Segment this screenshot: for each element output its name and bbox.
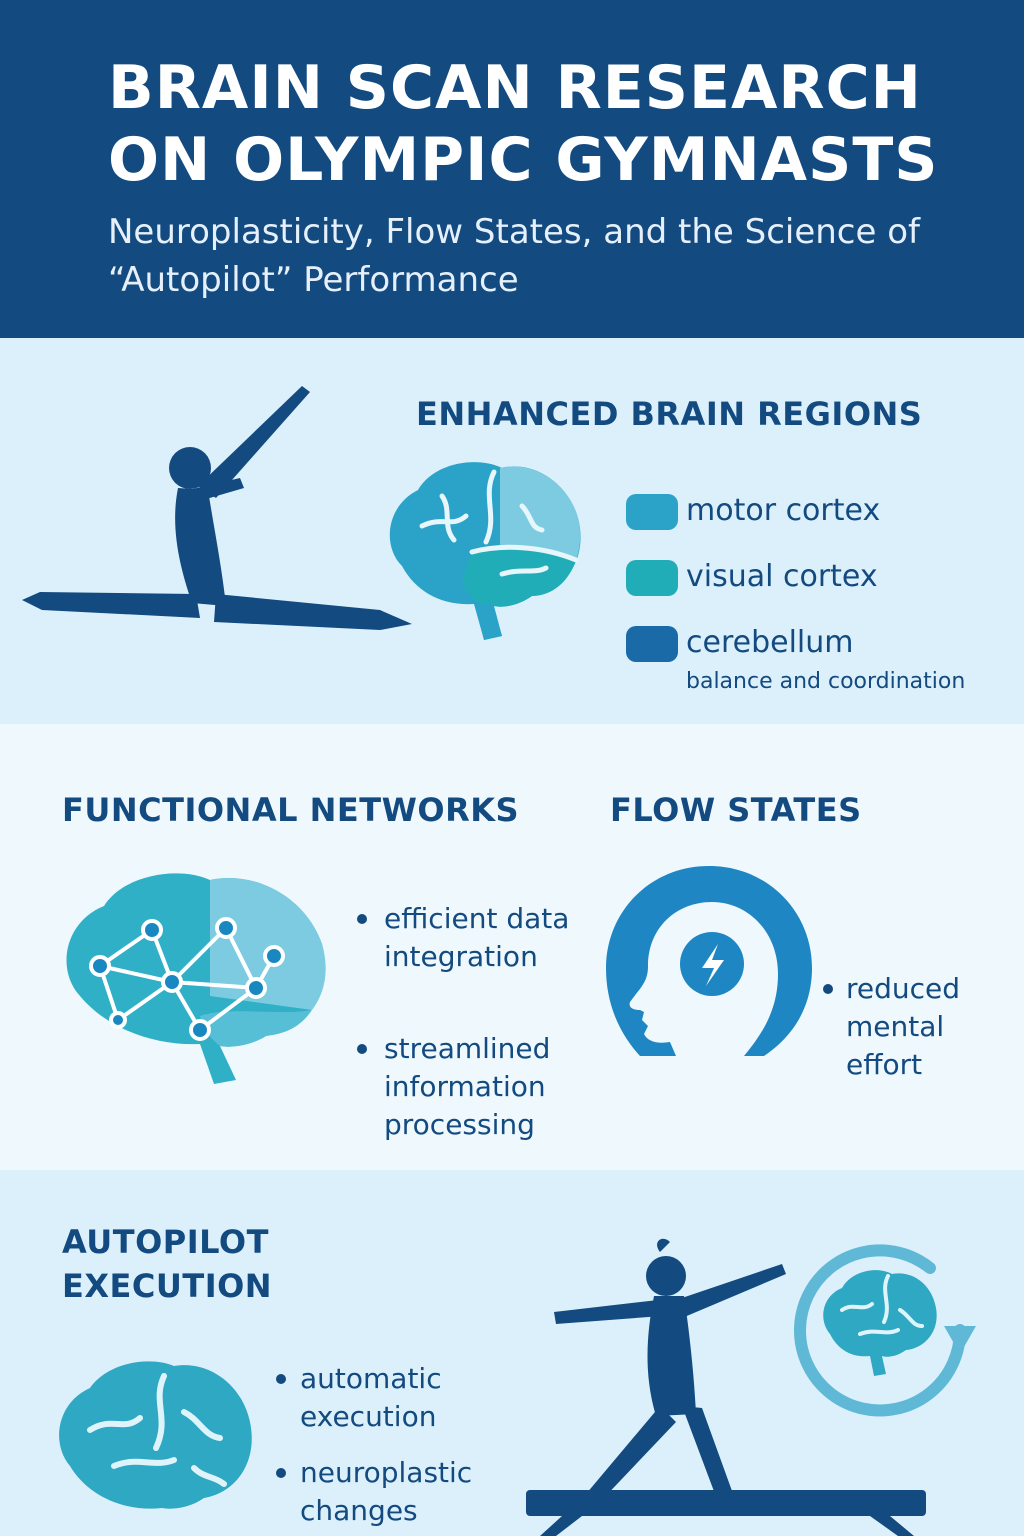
bullet-dot [357,1044,367,1054]
section-networks-flow: FUNCTIONAL NETWORKS FLOW STATES [0,724,1024,1170]
brain-cycle-icon [794,1244,976,1417]
legend-label-visual: visual cortex [686,559,878,594]
legend-swatch-cerebellum [626,626,678,662]
legend-swatch-visual [626,560,678,596]
bullet-dot [823,984,833,994]
gymnast-beam-icon [526,1238,926,1536]
brain-regions-icon [389,462,581,640]
autopilot-bullet-1: automatic execution [300,1362,442,1433]
brain-network-icon [66,873,326,1084]
section-autopilot: AUTOPILOT EXECUTION automatic execution … [0,1170,1024,1536]
header-banner: BRAIN SCAN RESEARCH ON OLYMPIC GYMNASTS … [0,0,1024,338]
bullet-dot [276,1374,286,1384]
section-heading-autopilot: AUTOPILOT EXECUTION [62,1223,273,1305]
bullet-dot [276,1468,286,1478]
flow-bullet-1: reduced mental effort [846,972,961,1081]
autopilot-bullet-2: neuroplastic changes [300,1456,473,1527]
networks-bullet-1: efficient data integration [384,902,570,973]
legend-swatch-motor [626,494,678,530]
legend-label-motor: motor cortex [686,493,881,528]
page-title: BRAIN SCAN RESEARCH ON OLYMPIC GYMNASTS [108,53,939,195]
brain-icon [59,1361,252,1509]
bullet-dot [357,914,367,924]
section-enhanced-brain-regions: ENHANCED BRAIN REGIONS [0,338,1024,724]
gymnast-leap-icon [22,386,412,630]
legend-note-cerebellum: balance and coordination [686,669,966,694]
section-heading-flow: FLOW STATES [610,791,862,829]
networks-bullet-2: streamlined information processing [384,1032,551,1141]
section-heading-networks: FUNCTIONAL NETWORKS [62,791,520,829]
page-subtitle: Neuroplasticity, Flow States, and the Sc… [108,212,920,300]
section-heading-enhanced: ENHANCED BRAIN REGIONS [416,395,923,433]
head-lightning-icon [606,866,812,1056]
legend-label-cerebellum: cerebellum [686,625,854,660]
